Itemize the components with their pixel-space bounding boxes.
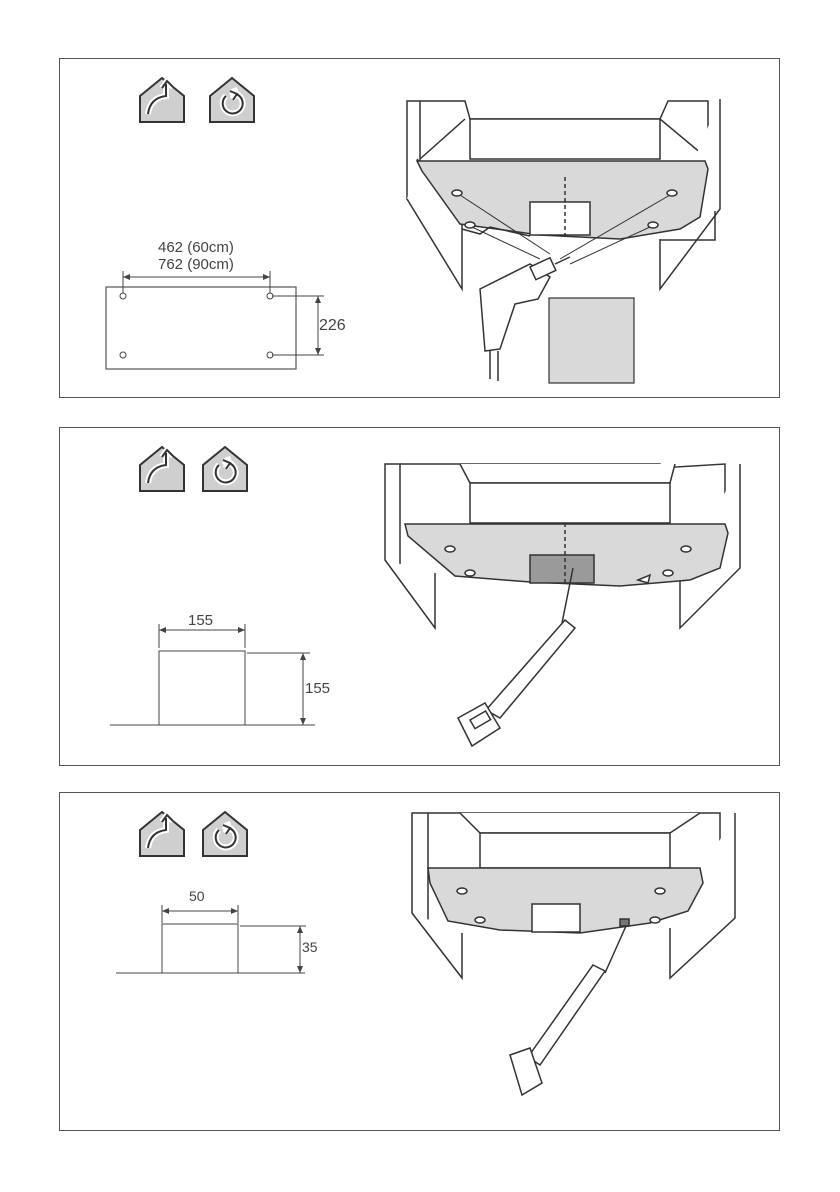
saw-icon bbox=[510, 926, 626, 1095]
opening-height: 155 bbox=[305, 680, 330, 697]
step-cut-cable-slot-panel: 50 35 bbox=[59, 792, 780, 1131]
hole-template-diagram bbox=[60, 59, 779, 397]
slot-height: 35 bbox=[302, 939, 318, 955]
step-drill-holes-panel: 462 (60cm) 762 (90cm) 226 bbox=[59, 58, 780, 398]
cutout-detail bbox=[549, 298, 634, 383]
template-height: 226 bbox=[319, 317, 346, 335]
opening-width: 155 bbox=[188, 612, 213, 629]
cabinet-drawing bbox=[385, 464, 740, 628]
step-cut-opening-panel: 155 155 bbox=[59, 427, 780, 766]
cabinet-drawing bbox=[412, 813, 735, 978]
template-width-90: 762 (90cm) bbox=[158, 256, 234, 273]
template-width-60: 462 (60cm) bbox=[158, 239, 234, 256]
slot-width: 50 bbox=[189, 888, 205, 904]
opening-diagram bbox=[60, 428, 779, 765]
slot-diagram bbox=[60, 793, 779, 1130]
saw-icon bbox=[458, 568, 575, 746]
